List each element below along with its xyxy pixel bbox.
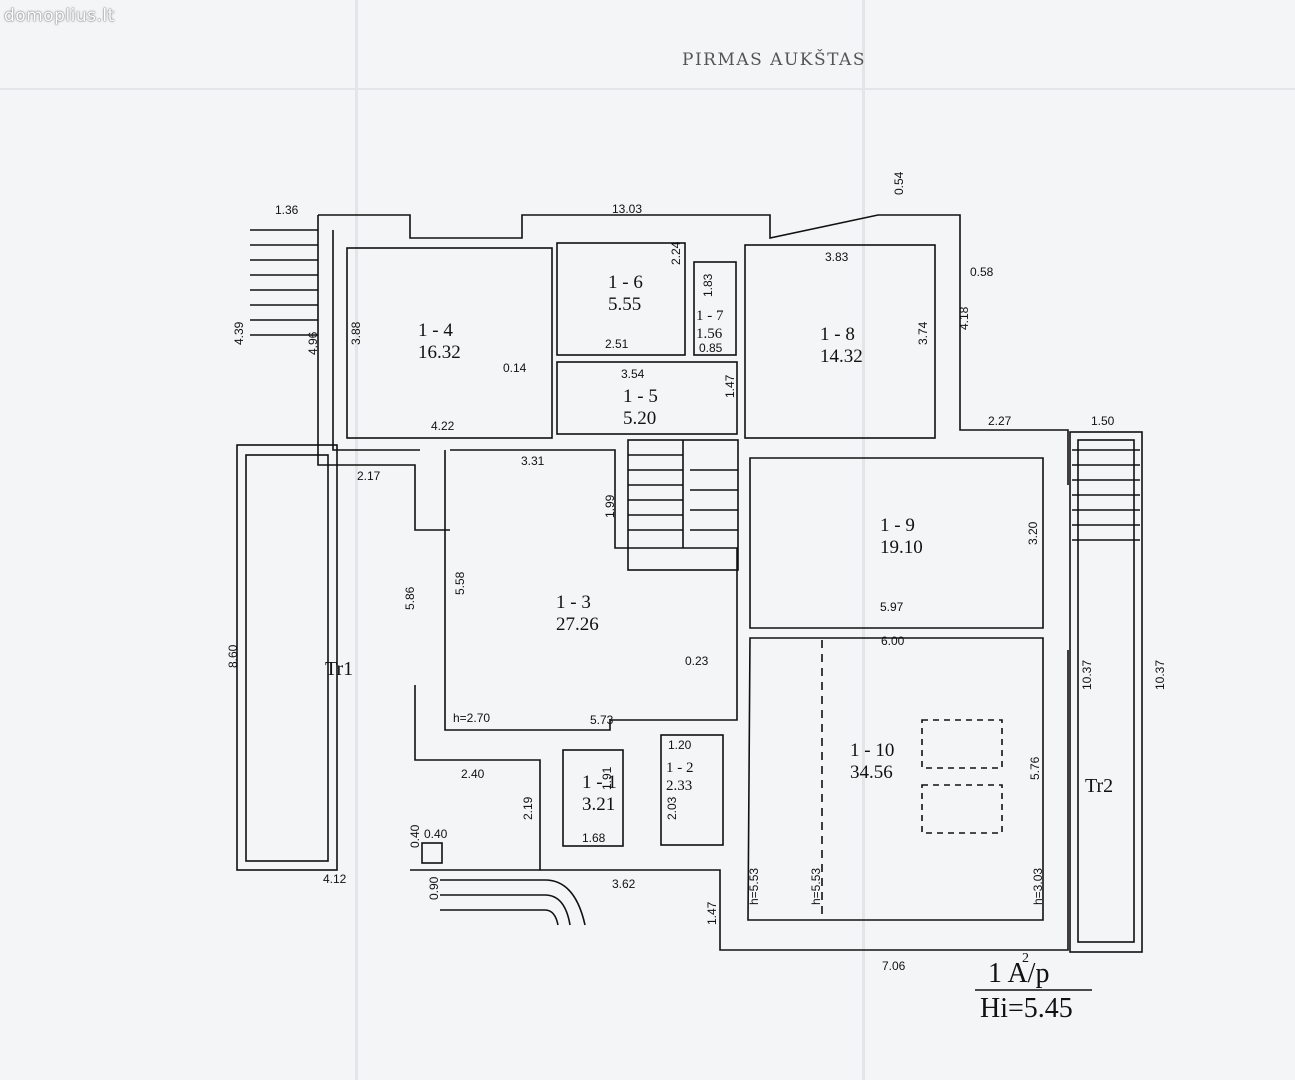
dimension-label: 0.90 bbox=[427, 876, 441, 900]
dimension-label: 1.68 bbox=[582, 831, 606, 845]
dimension-label: 1.20 bbox=[668, 738, 692, 752]
dimension-label: 0.14 bbox=[503, 361, 527, 375]
terrace-tr1: Tr1 bbox=[325, 658, 353, 680]
room-1-3-id: 1 - 3 bbox=[556, 592, 591, 613]
dimension-label: 1.36 bbox=[275, 203, 299, 217]
dimension-label: 0.40 bbox=[408, 824, 422, 848]
dimension-label: 0.58 bbox=[970, 265, 994, 279]
dimension-label: 1.47 bbox=[723, 374, 737, 398]
room-1-7-area: 1.56 bbox=[696, 326, 723, 342]
walls bbox=[236, 214, 1143, 953]
dimension-label: h=3.03 bbox=[1031, 868, 1045, 905]
dimension-label: 3.20 bbox=[1026, 521, 1040, 545]
dimension-label: 4.39 bbox=[232, 321, 246, 345]
room-1-6-id: 1 - 6 bbox=[608, 272, 643, 293]
dimension-label: 5.58 bbox=[453, 571, 467, 595]
dimension-label: 5.97 bbox=[880, 600, 904, 614]
room-1-2-id: 1 - 2 bbox=[666, 760, 694, 776]
stamp-line1: 1 A/p bbox=[988, 958, 1049, 989]
dimension-label: 7.06 bbox=[882, 959, 906, 973]
dimension-labels: 1.36 13.03 0.54 3.83 0.58 4.39 4.96 3.88 2.24 1.8… bbox=[226, 171, 1167, 973]
dimension-label: 2.24 bbox=[669, 241, 683, 265]
dimension-label: 5.86 bbox=[403, 586, 417, 610]
dimension-label: h=2.70 bbox=[453, 711, 490, 725]
room-1-3-area: 27.26 bbox=[556, 614, 599, 635]
room-1-10-area: 34.56 bbox=[850, 762, 893, 783]
area-stamp: 1 A/p 2 Hi=5.45 bbox=[975, 951, 1092, 1024]
room-1-10-id: 1 - 10 bbox=[850, 740, 894, 761]
dimension-label: h=5.53 bbox=[809, 868, 823, 905]
dimension-label: 3.83 bbox=[825, 250, 849, 264]
dimension-label: 2.03 bbox=[665, 796, 679, 820]
stamp-superscript: 2 bbox=[1022, 951, 1029, 966]
dimension-label: 8.60 bbox=[226, 644, 240, 668]
paper-fold-vertical-right bbox=[862, 0, 865, 1080]
dimension-label: 4.18 bbox=[957, 306, 971, 330]
dimension-label: 0.40 bbox=[424, 827, 448, 841]
room-1-4-area: 16.32 bbox=[418, 342, 461, 363]
dimension-label: 1.83 bbox=[701, 273, 715, 297]
dimension-label: 5.76 bbox=[1028, 756, 1042, 780]
dimension-label: 1.50 bbox=[1091, 414, 1115, 428]
dimension-label: 3.74 bbox=[916, 321, 930, 345]
dimension-label: 6.00 bbox=[881, 634, 905, 648]
room-1-8-area: 14.32 bbox=[820, 346, 863, 367]
dimension-label: 4.12 bbox=[323, 872, 347, 886]
dimension-label: 2.51 bbox=[605, 337, 629, 351]
dimension-label: 0.85 bbox=[699, 341, 723, 355]
room-1-1-area: 3.21 bbox=[582, 794, 615, 815]
room-1-5-area: 5.20 bbox=[623, 408, 656, 429]
dimension-label: 3.31 bbox=[521, 454, 545, 468]
watermark: domoplius.lt bbox=[4, 6, 115, 26]
room-1-9-area: 19.10 bbox=[880, 537, 923, 558]
dimension-label: 3.88 bbox=[349, 321, 363, 345]
dimension-label: 1.47 bbox=[705, 901, 719, 925]
dimension-label: 4.22 bbox=[431, 419, 455, 433]
dimension-label: 1.99 bbox=[603, 494, 617, 518]
plan-title: PIRMAS AUKŠTAS bbox=[682, 50, 866, 70]
dimension-label: h=5.53 bbox=[747, 868, 761, 905]
paper-fold-horizontal bbox=[0, 88, 1295, 90]
dimension-label: 0.23 bbox=[685, 654, 709, 668]
dimension-label: 13.03 bbox=[612, 202, 642, 216]
dimension-label: 2.19 bbox=[521, 796, 535, 820]
room-1-9-id: 1 - 9 bbox=[880, 515, 915, 536]
room-1-8-id: 1 - 8 bbox=[820, 324, 855, 345]
paper-fold-vertical-left bbox=[355, 0, 358, 1080]
terrace-tr2: Tr2 bbox=[1085, 775, 1113, 797]
dimension-label: 3.62 bbox=[612, 877, 636, 891]
dimension-label: 3.54 bbox=[621, 367, 645, 381]
dimension-label: 2.40 bbox=[461, 767, 485, 781]
room-1-4-id: 1 - 4 bbox=[418, 320, 453, 341]
stamp-line2: Hi=5.45 bbox=[980, 993, 1073, 1024]
dimension-label: 10.37 bbox=[1080, 660, 1094, 690]
dimension-label: 2.27 bbox=[988, 414, 1012, 428]
room-1-2-area: 2.33 bbox=[666, 778, 692, 794]
room-1-6-area: 5.55 bbox=[608, 294, 641, 315]
dimension-label: 10.37 bbox=[1153, 660, 1167, 690]
room-1-5-id: 1 - 5 bbox=[623, 386, 658, 407]
dimension-label: 1.91 bbox=[600, 766, 614, 790]
dimension-label: 2.17 bbox=[357, 469, 381, 483]
dimension-label: 5.73 bbox=[590, 713, 614, 727]
room-1-1-id: 1 - 1 bbox=[582, 772, 617, 793]
room-labels: 1 - 4 16.32 1 - 6 5.55 1 - 7 1.56 1 - 8 … bbox=[325, 272, 1113, 815]
room-1-7-id: 1 - 7 bbox=[696, 308, 724, 324]
dimension-label: 0.54 bbox=[892, 171, 906, 195]
dimension-label: 4.96 bbox=[306, 331, 320, 355]
